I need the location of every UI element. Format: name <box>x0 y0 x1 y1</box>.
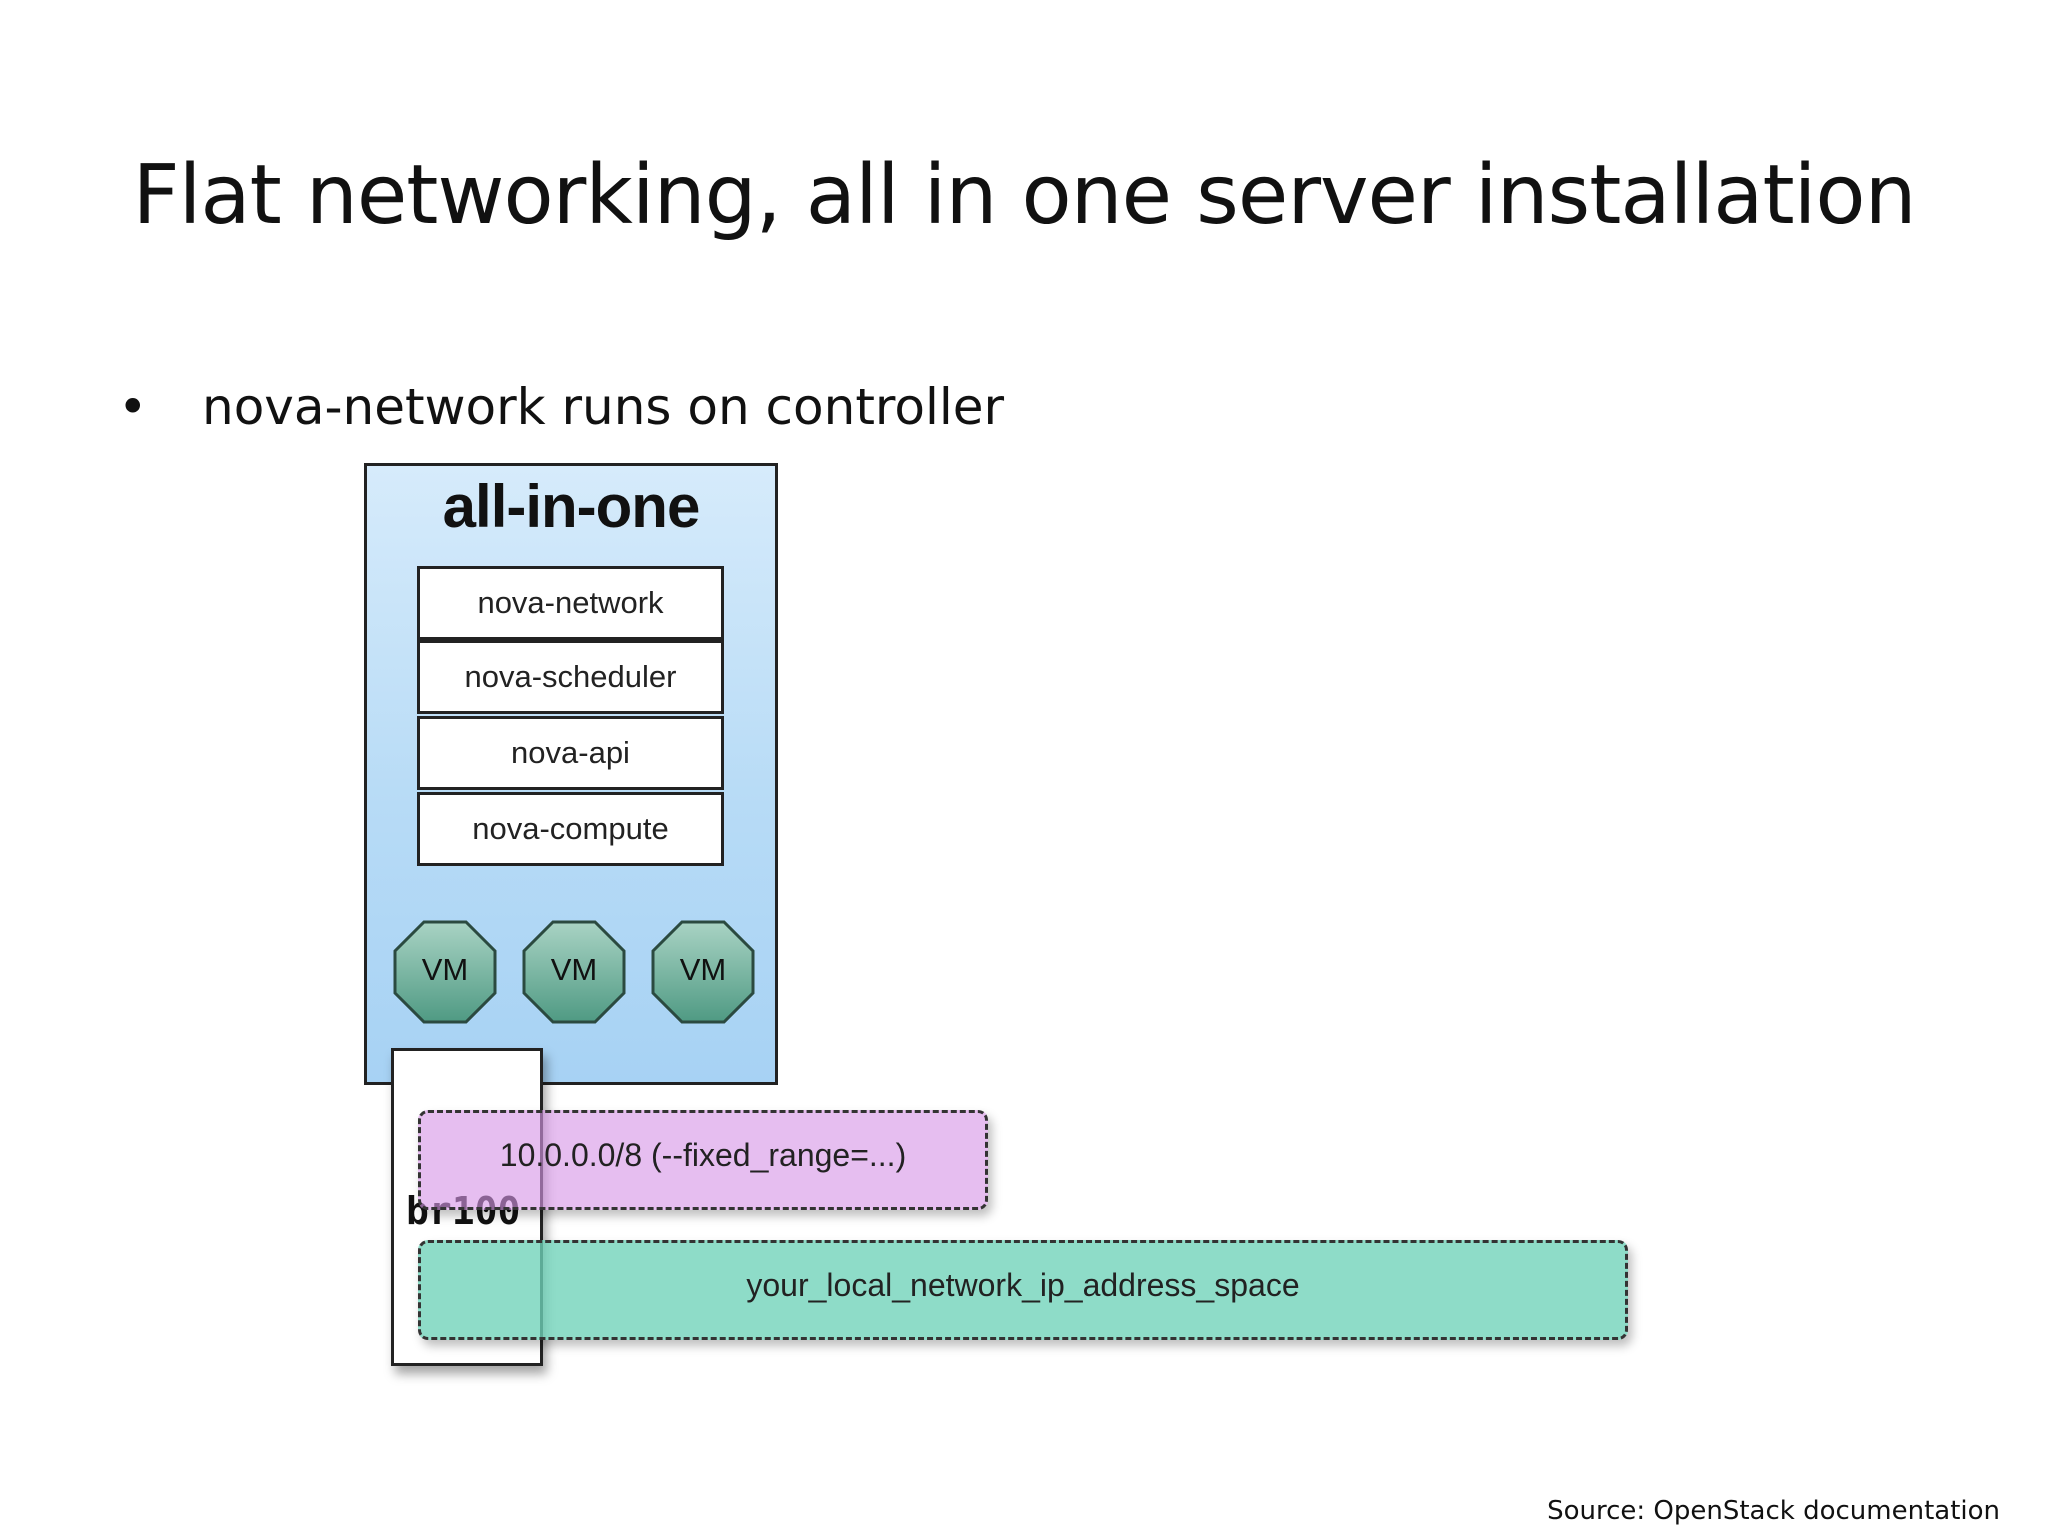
source-citation: Source: OpenStack documentation <box>1547 1496 2000 1526</box>
local-network-label: your_local_network_ip_address_space <box>746 1267 1300 1303</box>
octagon-icon <box>522 920 626 1024</box>
vm-label: VM <box>550 952 598 987</box>
service-nova-scheduler: nova-scheduler <box>417 640 724 714</box>
service-nova-compute: nova-compute <box>417 792 724 866</box>
vm-label: VM <box>421 952 469 987</box>
all-in-one-server-box: all-in-one nova-network nova-scheduler n… <box>364 463 778 1085</box>
bullet-text: nova-network runs on controller <box>202 378 1005 436</box>
fixed-range-network: 10.0.0.0/8 (--fixed_range=...) <box>418 1110 988 1210</box>
vm-label: VM <box>679 952 727 987</box>
local-network: your_local_network_ip_address_space <box>418 1240 1628 1340</box>
service-nova-api: nova-api <box>417 716 724 790</box>
slide-title: Flat networking, all in one server insta… <box>132 148 1916 243</box>
octagon-icon <box>651 920 755 1024</box>
fixed-range-label: 10.0.0.0/8 (--fixed_range=...) <box>499 1137 907 1173</box>
bullet-marker: • <box>118 378 148 436</box>
vm-node: VM <box>520 918 628 1026</box>
vm-node: VM <box>649 918 757 1026</box>
service-nova-network: nova-network <box>417 566 724 640</box>
octagon-icon <box>393 920 497 1024</box>
server-label: all-in-one <box>442 473 701 540</box>
vm-node: VM <box>391 918 499 1026</box>
